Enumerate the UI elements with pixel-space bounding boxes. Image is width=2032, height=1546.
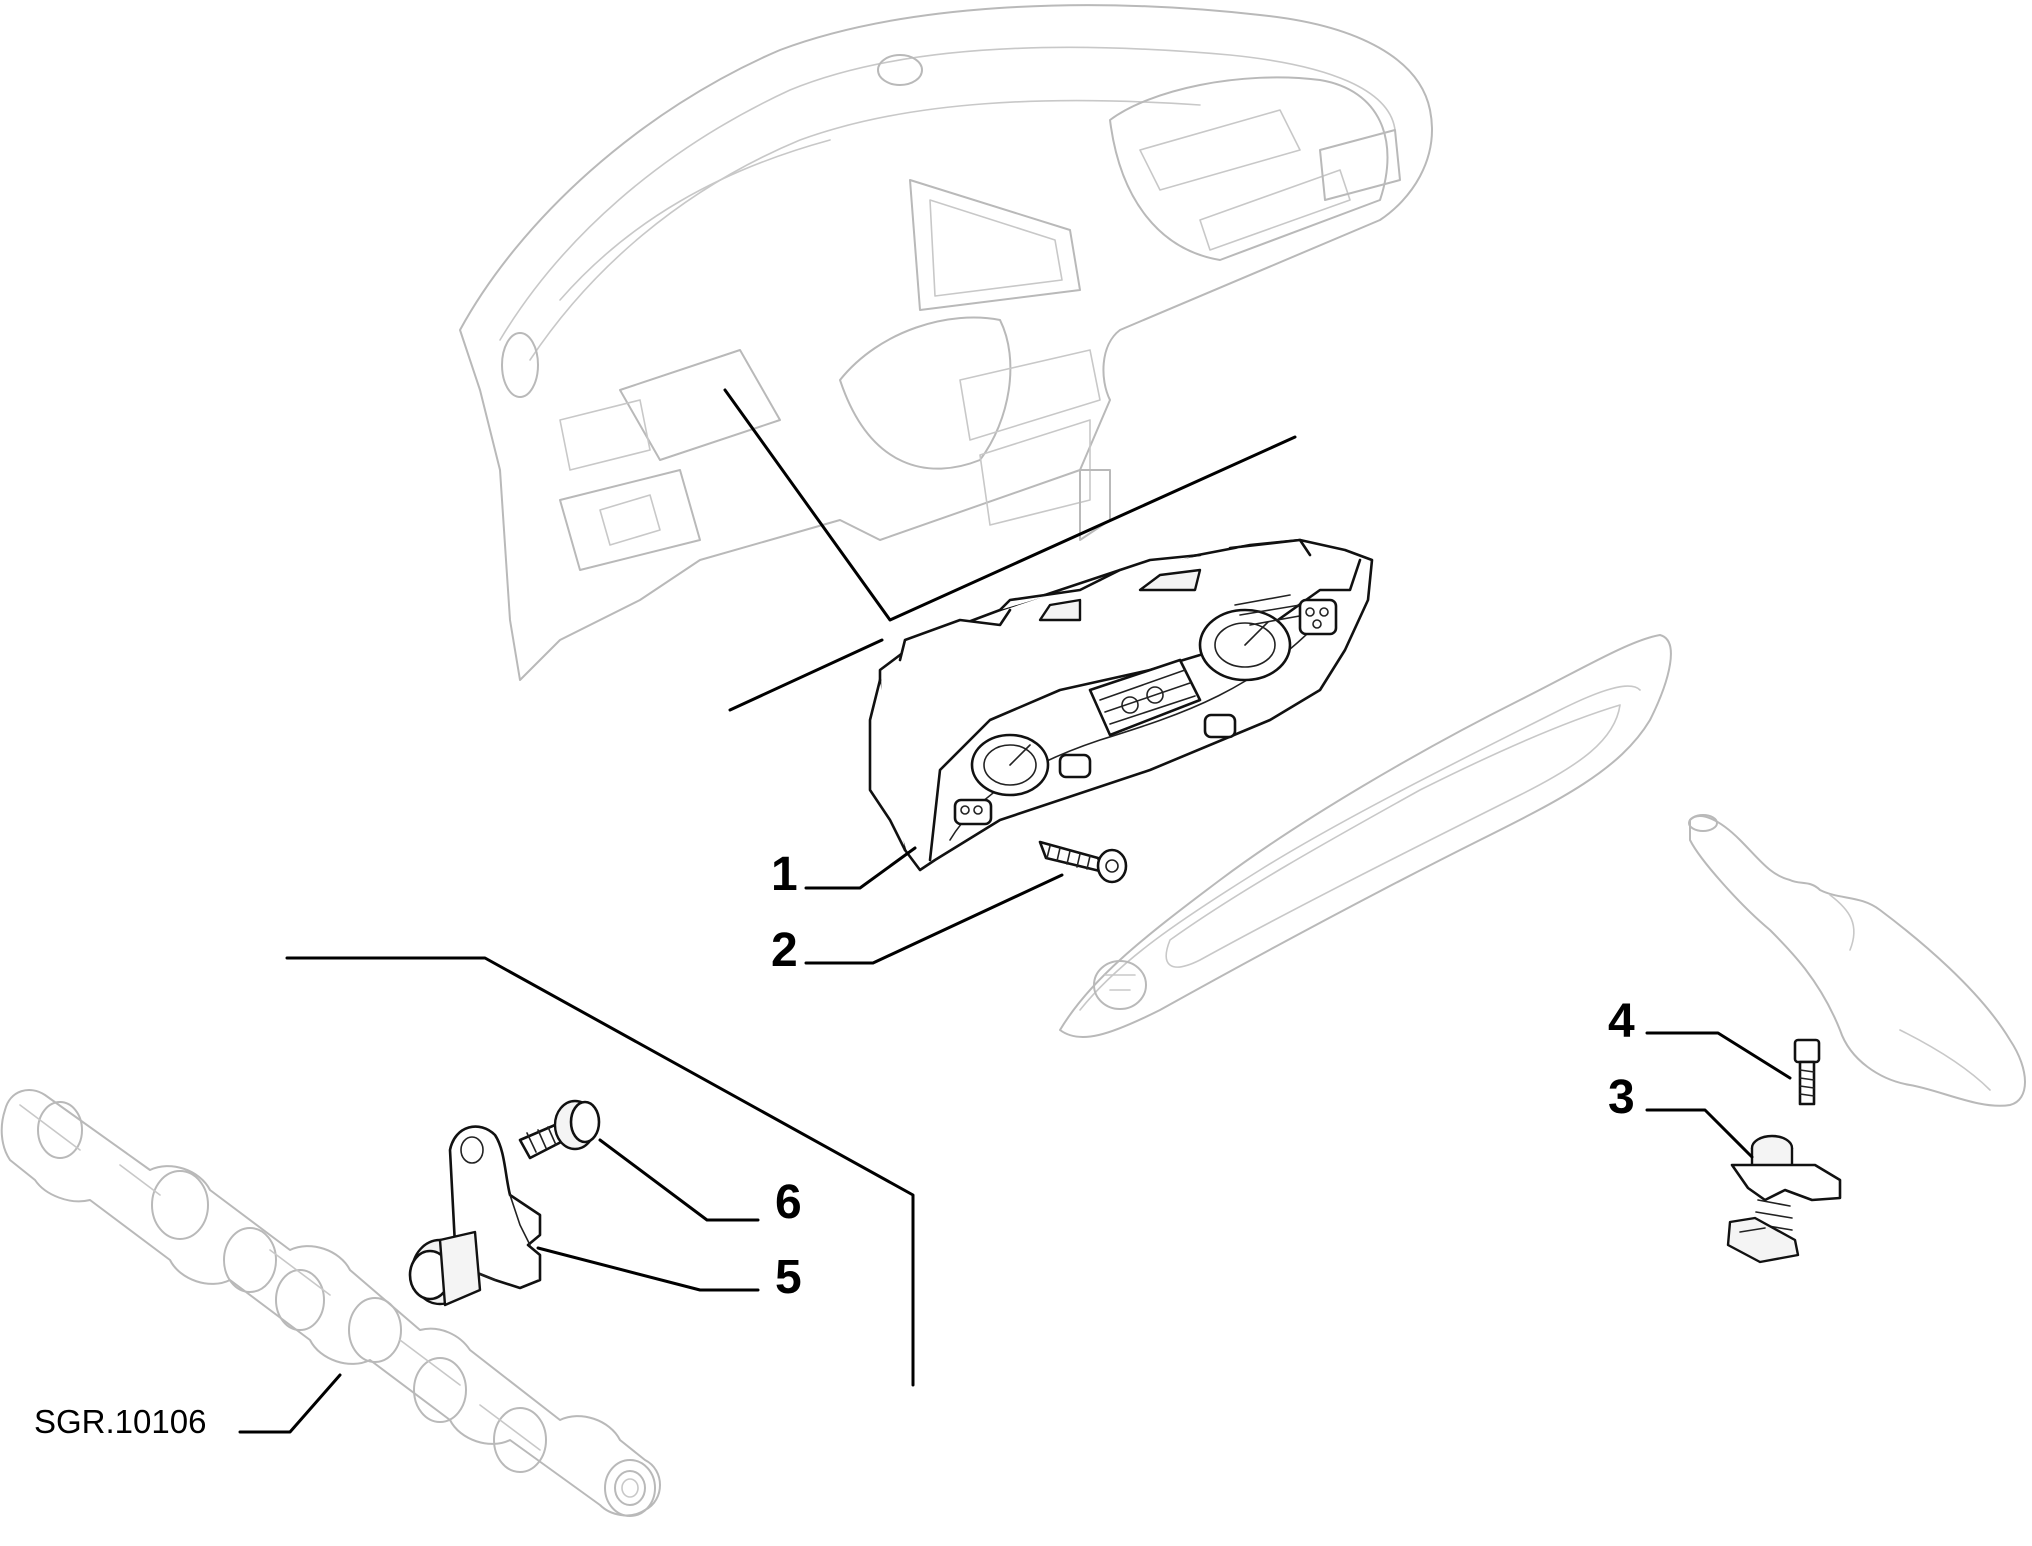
instrument-cluster <box>868 538 1374 872</box>
leader-assembly-1 <box>723 388 1297 622</box>
reference-code: SGR.10106 <box>34 1403 206 1440</box>
cluster-bezel <box>1059 634 1672 1038</box>
leader-callout-4 <box>1645 1031 1792 1080</box>
leader-lines <box>238 388 1792 1434</box>
leader-callout-5 <box>536 1246 760 1292</box>
bolt <box>1793 1038 1821 1106</box>
leader-ref-code <box>238 1373 342 1434</box>
callout-2: 2 <box>771 924 798 977</box>
leader-callout-6 <box>598 1138 760 1222</box>
callout-4: 4 <box>1608 995 1635 1048</box>
callout-labels: 1 2 3 4 5 6 SGR.10106 <box>34 848 1635 1440</box>
leader-callout-1 <box>804 846 917 890</box>
callout-3: 3 <box>1608 1071 1635 1124</box>
callout-6: 6 <box>775 1176 802 1229</box>
leader-assembly-2 <box>728 638 884 712</box>
brake-switch <box>1726 1134 1842 1264</box>
sensor-bolt <box>518 1099 601 1160</box>
callout-1: 1 <box>771 848 798 901</box>
screw <box>1038 840 1128 884</box>
leader-assembly-3 <box>285 956 915 1387</box>
dashboard-outline <box>459 4 1433 681</box>
callout-5: 5 <box>775 1251 802 1304</box>
leader-callout-3 <box>1645 1108 1754 1159</box>
leader-callout-2 <box>804 873 1064 965</box>
camshaft-sensor <box>408 1125 542 1307</box>
handbrake-lever <box>1688 814 2026 1107</box>
camshaft <box>0 1089 661 1517</box>
